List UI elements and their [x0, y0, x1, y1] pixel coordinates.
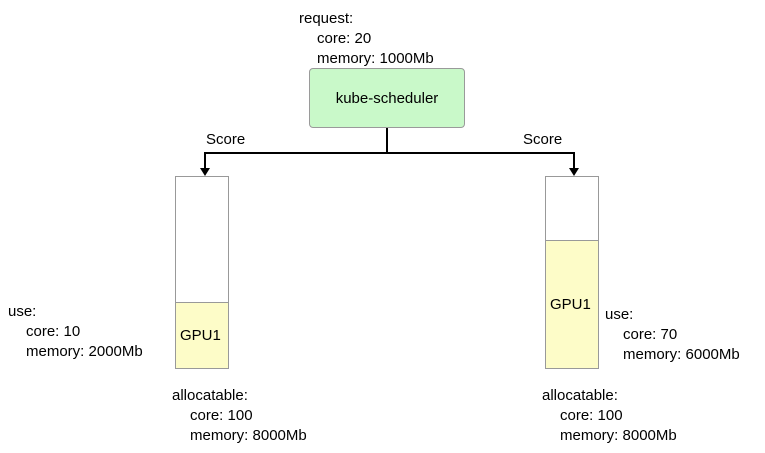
connector-vertical-right	[573, 152, 575, 169]
allocatable-memory-left: memory: 8000Mb	[190, 427, 307, 444]
arrowhead-left-icon	[200, 168, 210, 176]
score-label-right: Score	[523, 131, 563, 148]
arrowhead-right-icon	[569, 168, 579, 176]
node-box-left: GPU1	[175, 176, 229, 369]
use-memory-right: memory: 6000Mb	[623, 346, 740, 363]
use-title-left: use:	[8, 303, 37, 320]
node-box-right: GPU1	[545, 176, 599, 369]
gpu-usage-fill-right: GPU1	[546, 240, 598, 368]
connector-vertical-left	[204, 152, 206, 169]
use-info-right: use: core: 70 memory: 6000Mb	[605, 305, 740, 365]
connector-horizontal-branch	[204, 152, 575, 154]
gpu-label-left: GPU1	[180, 327, 221, 344]
score-label-left: Score	[206, 131, 246, 148]
gpu-label-right: GPU1	[550, 296, 591, 313]
gpu-usage-fill-left: GPU1	[176, 302, 228, 368]
use-core-left: core: 10	[26, 323, 81, 340]
request-core: core: 20	[317, 30, 372, 47]
allocatable-core-left: core: 100	[190, 407, 253, 424]
use-core-right: core: 70	[623, 326, 678, 343]
allocatable-memory-right: memory: 8000Mb	[560, 427, 677, 444]
use-info-left: use: core: 10 memory: 2000Mb	[8, 302, 143, 362]
allocatable-title-left: allocatable:	[172, 387, 248, 404]
kube-scheduler-label: kube-scheduler	[335, 89, 439, 107]
use-title-right: use:	[605, 306, 634, 323]
request-title: request:	[299, 10, 354, 27]
kube-scheduler-box: kube-scheduler	[309, 68, 465, 128]
allocatable-info-left: allocatable: core: 100 memory: 8000Mb	[172, 386, 307, 446]
allocatable-title-right: allocatable:	[542, 387, 618, 404]
request-info: request: core: 20 memory: 1000Mb	[299, 9, 434, 69]
allocatable-core-right: core: 100	[560, 407, 623, 424]
use-memory-left: memory: 2000Mb	[26, 343, 143, 360]
allocatable-info-right: allocatable: core: 100 memory: 8000Mb	[542, 386, 677, 446]
connector-vertical-center	[386, 128, 388, 153]
request-memory: memory: 1000Mb	[317, 50, 434, 67]
